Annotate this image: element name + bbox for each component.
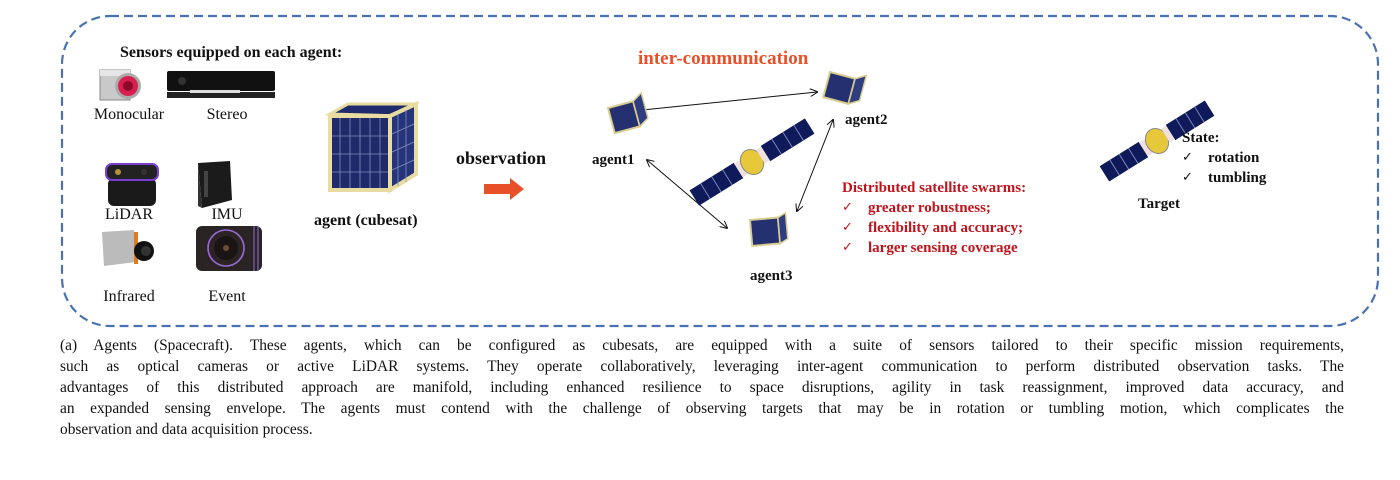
swarm-title: Distributed satellite swarms:	[842, 180, 1027, 196]
sensor-label-monocular: Monocular	[93, 106, 165, 123]
sensor-label-lidar: LiDAR	[105, 206, 153, 223]
swarm-item: ✓larger sensing coverage	[842, 240, 1018, 256]
monocular-camera-icon	[99, 69, 141, 101]
swarm-item: ✓flexibility and accuracy;	[842, 220, 1023, 236]
swarm-item: ✓greater robustness;	[842, 200, 991, 216]
target-satellite-icon	[1099, 100, 1215, 182]
check-icon: ✓	[842, 240, 853, 255]
figure-caption: (a) Agents (Spacecraft). These agents, w…	[60, 335, 1344, 440]
sensor-label-infrared: Infrared	[103, 288, 155, 305]
check-icon: ✓	[1182, 150, 1193, 165]
agent1-cubesat-icon	[606, 91, 649, 135]
central-satellite-icon	[689, 118, 815, 206]
cubesat-icon	[324, 100, 420, 194]
link-agent2-agent3	[797, 120, 833, 211]
caption-line: observation and data acquisition process…	[60, 421, 313, 438]
check-icon: ✓	[842, 220, 853, 235]
caption-line: such as optical cameras or active LiDAR …	[60, 358, 1344, 375]
sensor-label-imu: IMU	[211, 206, 243, 223]
sensors-heading: Sensors equipped on each agent:	[120, 44, 343, 61]
caption-line: an expanded sensing envelope. The agents…	[60, 400, 1344, 417]
inter-communication-label: inter-communication	[638, 48, 809, 69]
agent1-label: agent1	[592, 152, 635, 168]
swarm-diagram	[606, 70, 868, 247]
agent3-cubesat-icon	[748, 211, 789, 247]
sensor-label-event: Event	[208, 288, 246, 305]
check-icon: ✓	[1182, 170, 1193, 185]
link-agent1-agent3	[647, 160, 727, 228]
caption-line: advantages of this distributed approach …	[60, 379, 1344, 396]
state-item: ✓rotation	[1182, 150, 1260, 166]
infrared-camera-icon	[102, 230, 154, 266]
event-camera-icon	[196, 226, 262, 271]
stereo-camera-icon	[167, 71, 275, 98]
state-title: State:	[1182, 130, 1220, 146]
check-icon: ✓	[842, 200, 853, 215]
cubesat-label: agent (cubesat)	[314, 212, 418, 229]
target-label: Target	[1138, 196, 1180, 212]
imu-icon	[198, 161, 232, 208]
sensor-icons	[99, 69, 275, 271]
state-item: ✓tumbling	[1182, 170, 1267, 186]
observation-arrow-icon	[484, 178, 524, 200]
agent3-label: agent3	[750, 268, 793, 284]
target-state: State: ✓rotation ✓tumbling	[1182, 128, 1266, 188]
sensor-label-stereo: Stereo	[206, 106, 248, 123]
link-agent1-agent2	[633, 92, 817, 111]
agent2-cubesat-icon	[822, 70, 868, 106]
swarm-benefits: Distributed satellite swarms: ✓greater r…	[842, 178, 1026, 258]
caption-line: (a) Agents (Spacecraft). These agents, w…	[60, 337, 1344, 354]
agent2-label: agent2	[845, 112, 888, 128]
lidar-icon	[105, 163, 159, 206]
observation-label: observation	[456, 148, 546, 168]
